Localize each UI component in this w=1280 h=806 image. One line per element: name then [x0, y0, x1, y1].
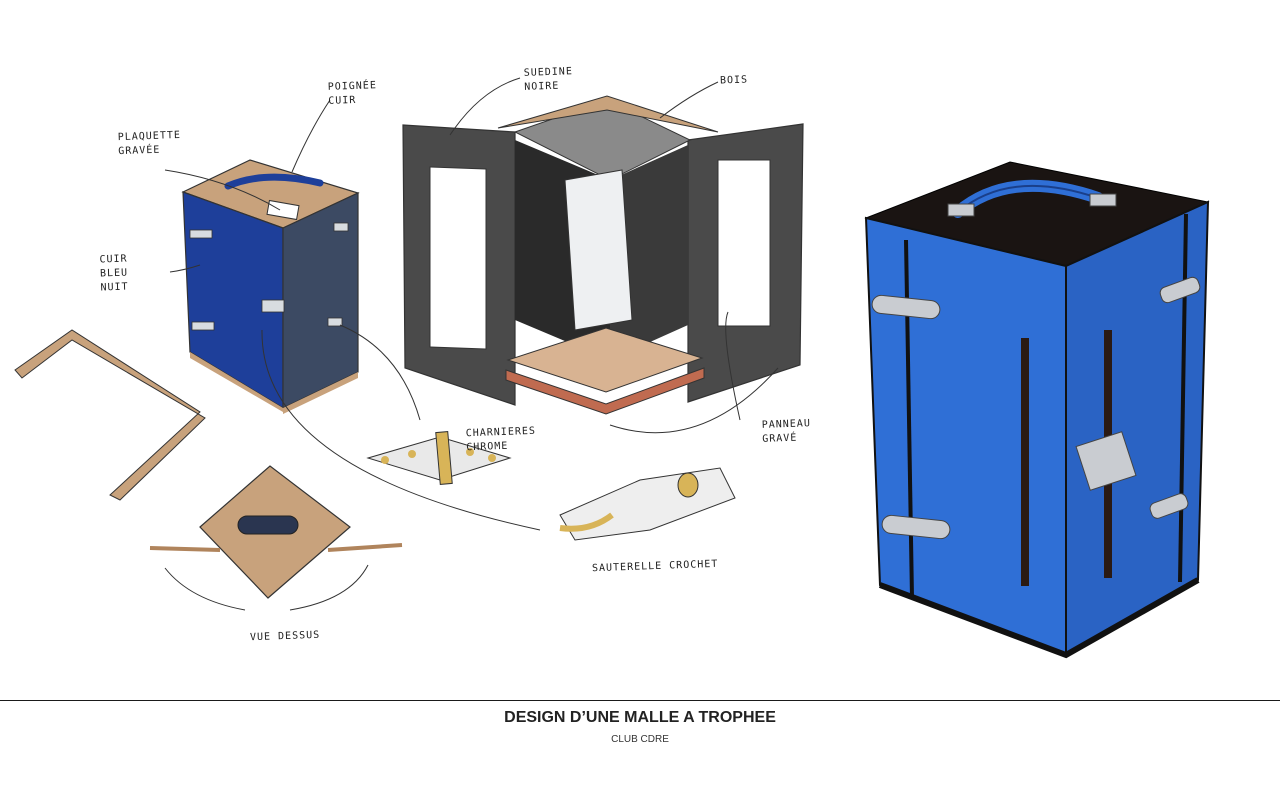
sketch-frame [14, 329, 206, 501]
caption-title: DESIGN D’UNE MALLE A TROPHEE [504, 709, 776, 726]
annotation-bois: Bois [719, 74, 749, 87]
annotation-poignee: Poignée cuir [327, 80, 378, 107]
caption-subtitle: CLUB CDRE [611, 734, 669, 745]
annotation-cuir: Cuir bleu nuit [99, 253, 129, 294]
sketch-closed-trunk [181, 159, 360, 414]
sketch-clasp [559, 467, 736, 541]
annotation-leaders [164, 77, 779, 531]
annotation-suedine: Suedine noire [523, 66, 574, 93]
sketch-open-trunk [402, 95, 804, 415]
photo-finished-trunk [864, 161, 1210, 659]
caption-divider [0, 700, 1280, 701]
annotation-panneau: Panneau gravé [761, 418, 812, 445]
annotation-plaquette: Plaquette gravée [117, 129, 182, 158]
sketch-hinge [366, 431, 512, 485]
sketch-top-view [149, 465, 403, 611]
annotation-charnieres: Charnieres chrome [465, 425, 537, 454]
annotation-vue-dessus: Vue dessus [249, 629, 321, 644]
